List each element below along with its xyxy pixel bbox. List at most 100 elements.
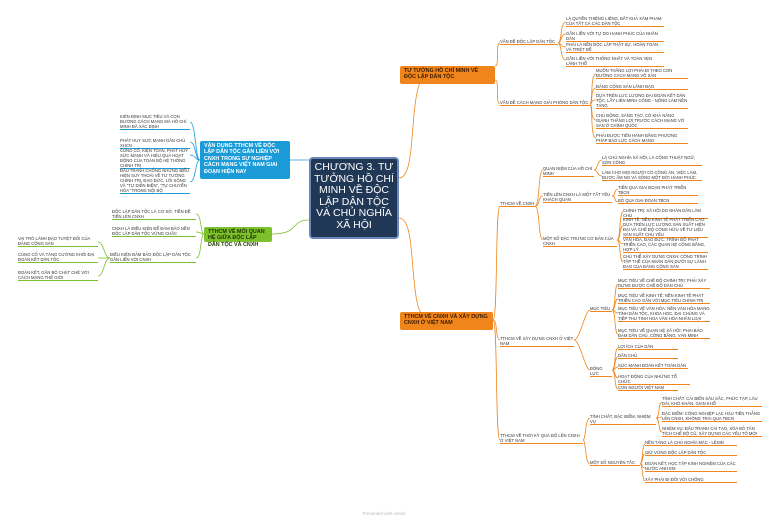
list-item[interactable]: ĐIỀU KIỆN ĐẢM BẢO ĐỘC LẬP DÂN TỘC GẮN LI…	[110, 252, 196, 263]
topic-independence-issue[interactable]: VẤN ĐỀ ĐỘC LẬP DÂN TỘC	[500, 39, 558, 45]
item-text: MUỐN THẮNG LỢI PHẢI ĐI THEO CON ĐƯỜNG CÁ…	[596, 68, 673, 78]
item-text: CHỦ THỂ XÂY DỰNG CNXH: CÔNG TRÌNH TẬP TH…	[623, 254, 707, 269]
list-item[interactable]: TÍNH CHẤT: CẢI BIẾN SÂU SẮC, PHỨC TẠP, L…	[662, 396, 762, 407]
central-topic-title: CHƯƠNG 3. TƯ TƯỞNG HỒ CHÍ MINH VỀ ĐỘC LẬ…	[314, 161, 394, 231]
topic-label: TIẾN LÊN CNXH LÀ MỘT TẤT YẾU KHÁCH QUAN	[543, 192, 611, 202]
topic-building-socialism[interactable]: TTHCM VỀ XÂY DỰNG CNXH Ở VIỆT NAM	[500, 336, 574, 347]
list-item[interactable]: KIÊN ĐỊNH MỤC TIÊU VÀ CON ĐƯỜNG CÁCH MẠN…	[120, 114, 190, 130]
list-item[interactable]: DỰA TRÊN LỰC LƯỢNG ĐẠI ĐOÀN KẾT DÂN TỘC,…	[596, 93, 688, 109]
item-text: ĐẤU TRANH CHỐNG NHỮNG BIỂU HIỆN SUY THOÁ…	[120, 168, 190, 193]
topic-label: TTHCM VỀ CNXH	[500, 201, 535, 206]
topic-label: MỤC TIÊU	[590, 306, 611, 311]
item-text: DÂN CHỦ	[618, 353, 638, 358]
list-item[interactable]: CON NGƯỜI VIỆT NAM	[618, 385, 678, 391]
branch-independence[interactable]: TƯ TƯỞNG HỒ CHÍ MINH VỀ ĐỘC LẬP DÂN TỘC	[400, 66, 495, 84]
item-text: PHẢI ĐƯỢC TIẾN HÀNH BẰNG PHƯƠNG PHÁP BẠO…	[596, 133, 678, 143]
list-item[interactable]: KINH TẾ: NỀN KINH TẾ PHÁT TRIỂN CAO DỰA …	[623, 217, 708, 238]
list-item[interactable]: LÀ QUYỀN THIÊNG LIÊNG, BẤT KHẢ XÂM PHẠM …	[566, 16, 664, 27]
branch-relationship[interactable]: TTHCM VỀ MỐI QUAN HỆ GIỮA ĐỘC LẬP DÂN TỘ…	[204, 227, 272, 248]
topic-label: ĐỘNG LỰC	[590, 366, 603, 376]
list-item[interactable]: PHẢI ĐƯỢC TIẾN HÀNH BẰNG PHƯƠNG PHÁP BẠO…	[596, 133, 688, 144]
list-item[interactable]: NHIỆM VỤ: ĐẤU TRANH CẢI TẠO, XÓA BỎ TÀN …	[662, 426, 762, 437]
item-text: KIÊN ĐỊNH MỤC TIÊU VÀ CON ĐƯỜNG CÁCH MẠN…	[120, 114, 187, 129]
list-item[interactable]: ĐỘC LẬP DÂN TỘC LÀ CƠ SỞ, TIỀN ĐỀ TIẾN L…	[112, 209, 196, 220]
list-item[interactable]: CHÍNH TRỊ: XÃ HỘI DO NHÂN DÂN LÀM CHỦ	[623, 208, 708, 219]
list-item[interactable]: GẮN LIỀN VỚI THỐNG NHẤT VÀ TOÀN VẸN LÃNH…	[566, 56, 664, 67]
item-text: ĐOÀN KẾT, HỌC TẬP KINH NGHIỆM CỦA CÁC NƯ…	[645, 461, 736, 471]
topic-label: QUAN NIỆM CỦA HỒ CHÍ MINH	[543, 166, 593, 176]
list-item[interactable]: MỤC TIÊU VỀ CHẾ ĐỘ CHÍNH TRỊ: PHẢI XÂY D…	[618, 278, 710, 289]
list-item[interactable]: MUỐN THẮNG LỢI PHẢI ĐI THEO CON ĐƯỜNG CÁ…	[596, 68, 688, 79]
item-text: LỢI ÍCH CỦA DÂN	[618, 344, 654, 349]
list-item[interactable]: MỤC TIÊU VỀ QUAN HỆ XÃ HỘI: PHẢI BẢO ĐẢM…	[618, 328, 710, 339]
branch-socialism[interactable]: TTHCM VỀ CNXH VÀ XÂY DỰNG CNXH Ở VIỆT NA…	[400, 312, 493, 330]
branch-independence-title: TƯ TƯỞNG HỒ CHÍ MINH VỀ ĐỘC LẬP DÂN TỘC	[404, 68, 479, 81]
topic-socialism-thought[interactable]: TTHCM VỀ CNXH	[500, 201, 535, 207]
list-item[interactable]: ĐẤU TRANH CHỐNG NHỮNG BIỂU HIỆN SUY THOÁ…	[120, 168, 190, 194]
item-text: HOẠT ĐỘNG CỦA NHỮNG TỔ CHỨC	[618, 374, 678, 384]
list-item[interactable]: MỤC TIÊU VỀ VĂN HÓA: NỀN VĂN HÓA MANG TÍ…	[618, 306, 710, 322]
item-text: MỤC TIÊU VỀ QUAN HỆ XÃ HỘI: PHẢI BẢO ĐẢM…	[618, 328, 703, 338]
central-topic[interactable]: CHƯƠNG 3. TƯ TƯỞNG HỒ CHÍ MINH VỀ ĐỘC LẬ…	[309, 157, 399, 239]
item-text: DỰA TRÊN LỰC LƯỢNG ĐẠI ĐOÀN KẾT DÂN TỘC,…	[596, 93, 688, 108]
item-text: VĂN HÓA, ĐẠO ĐỨC: TRÌNH ĐỘ PHÁT TRIỂN CA…	[623, 237, 706, 252]
item-text: ĐOÀN KẾT, GẮN BÓ CHẶT CHẼ VỚI CÁCH MẠNG …	[18, 270, 89, 280]
list-item[interactable]: LÀ CHỦ NGHĨA XÃ HỘI, LÀ CỘNG THUẬT NGỮ, …	[602, 155, 702, 166]
topic-objective-necessity[interactable]: TIẾN LÊN CNXH LÀ MỘT TẤT YẾU KHÁCH QUAN	[543, 192, 612, 203]
item-text: MỤC TIÊU VỀ VĂN HÓA: NỀN VĂN HÓA MANG TÍ…	[618, 306, 710, 321]
topic-label: TÍNH CHẤT, ĐẶC ĐIỂM, NHIỆM VỤ	[590, 414, 651, 424]
topic-liberation-revolution[interactable]: VẤN ĐỀ CÁCH MẠNG GIẢI PHÓNG DÂN TỘC	[500, 100, 590, 106]
list-item[interactable]: TIẾN QUA GIAI ĐOẠN PHÁT TRIỂN TBCN	[618, 185, 698, 196]
topic-characteristics[interactable]: MỘT SỐ ĐẶC TRƯNG CƠ BẢN CỦA CNXH	[543, 236, 617, 247]
topic-label: VẤN ĐỀ ĐỘC LẬP DÂN TỘC	[500, 39, 555, 44]
list-item[interactable]: PHẢI LÀ NỀN ĐỘC LẬP THẬT SỰ, HOÀN TOÀN V…	[566, 42, 664, 53]
item-text: LÀ CHỦ NGHĨA XÃ HỘI, LÀ CỘNG THUẬT NGỮ, …	[602, 155, 696, 165]
topic-concept[interactable]: QUAN NIỆM CỦA HỒ CHÍ MINH	[543, 166, 594, 177]
list-item[interactable]: CNXH LÀ ĐIỀU KIỆN ĐỂ ĐẢM BẢO NỀN ĐỘC LẬP…	[112, 226, 196, 237]
list-item[interactable]: CỦNG CỐ, KIỆN TOÀN, PHÁT HUY SỨC MẠNH VÀ…	[120, 148, 190, 169]
topic-label: TTHCM VỀ THỜI KỲ QUÁ ĐỘ LÊN CNXH Ở VIỆT …	[500, 433, 580, 443]
footer-text: Presented with xmind	[362, 511, 406, 516]
list-item[interactable]: ĐOÀN KẾT, GẮN BÓ CHẶT CHẼ VỚI CÁCH MẠNG …	[18, 270, 98, 281]
topic-nature-tasks[interactable]: TÍNH CHẤT, ĐẶC ĐIỂM, NHIỆM VỤ	[590, 414, 656, 425]
item-text: ĐẢNG CỘNG SẢN LÃNH ĐẠO	[596, 84, 655, 89]
list-item[interactable]: VĂN HÓA, ĐẠO ĐỨC: TRÌNH ĐỘ PHÁT TRIỂN CA…	[623, 237, 708, 253]
list-item[interactable]: LÀM CHO MỌI NGƯỜI CÓ CÔNG ĂN, VIỆC LÀM, …	[602, 170, 702, 181]
item-text: VAI TRÒ LÃNH ĐẠO TUYỆT ĐỐI CỦA ĐẢNG CỘNG…	[18, 236, 91, 246]
list-item[interactable]: NỀN TẢNG LÀ CHỦ NGHĨA MÁC - LÊNIN	[645, 440, 737, 446]
branch-application-title: VẬN DỤNG TTHCM VỀ ĐỘC LẬP DÂN TỘC GẮN LI…	[204, 143, 280, 175]
list-item[interactable]: GẮN LIỀN VỚI TỰ DO HẠNH PHÚC CỦA NHÂN DÂ…	[566, 31, 664, 42]
list-item[interactable]: GIỮ VỮNG ĐỘC LẬP DÂN TỘC	[645, 450, 737, 456]
list-item[interactable]: CỦNG CỐ VÀ TĂNG CƯỜNG KHỐI ĐẠI ĐOÀN KẾT …	[18, 252, 98, 263]
list-item[interactable]: BỎ QUA GIAI ĐOẠN TBCN	[618, 198, 698, 204]
item-text: NHIỆM VỤ: ĐẤU TRANH CẢI TẠO, XÓA BỎ TÀN …	[662, 426, 758, 436]
list-item[interactable]: LỢI ÍCH CỦA DÂN	[618, 344, 678, 350]
list-item[interactable]: ĐOÀN KẾT, HỌC TẬP KINH NGHIỆM CỦA CÁC NƯ…	[645, 461, 737, 472]
list-item[interactable]: HOẠT ĐỘNG CỦA NHỮNG TỔ CHỨC	[618, 374, 690, 385]
item-text: GIỮ VỮNG ĐỘC LẬP DÂN TỘC	[645, 450, 707, 455]
item-text: LÀ QUYỀN THIÊNG LIÊNG, BẤT KHẢ XÂM PHẠM …	[566, 16, 662, 26]
list-item[interactable]: DÂN CHỦ	[618, 353, 678, 359]
list-item[interactable]: XÂY PHẢI ĐI ĐÔI VỚI CHỐNG	[645, 477, 737, 483]
list-item[interactable]: SỨC MẠNH ĐOÀN KẾT TOÀN DÂN	[618, 363, 688, 369]
list-item[interactable]: MỤC TIÊU VỀ KINH TẾ: NỀN KINH TẾ PHÁT TR…	[618, 293, 710, 304]
list-item[interactable]: CHỦ ĐỘNG, SÁNG TẠO, CÓ KHẢ NĂNG GIÀNH TH…	[596, 113, 688, 129]
item-text: MỤC TIÊU VỀ CHẾ ĐỘ CHÍNH TRỊ: PHẢI XÂY D…	[618, 278, 707, 288]
list-item[interactable]: PHÁT HUY SỨC MẠNH DÂN CHỦ XHCN	[120, 138, 190, 149]
topic-driving-forces[interactable]: ĐỘNG LỰC	[590, 366, 612, 377]
list-item[interactable]: ĐẢNG CỘNG SẢN LÃNH ĐẠO	[596, 84, 688, 90]
item-text: CỦNG CỐ, KIỆN TOÀN, PHÁT HUY SỨC MẠNH VÀ…	[120, 148, 188, 168]
list-item[interactable]: ĐẶC ĐIỂM: CÔNG NGHIỆP LẠC HẬU TIẾN THẲNG…	[662, 411, 762, 422]
topic-goals[interactable]: MỤC TIÊU	[590, 306, 612, 312]
topic-principles[interactable]: MỘT SỐ NGUYÊN TẮC	[590, 460, 640, 466]
branch-socialism-title: TTHCM VỀ CNXH VÀ XÂY DỰNG CNXH Ở VIỆT NA…	[404, 314, 488, 327]
footer-watermark: Presented with xmind	[0, 511, 768, 516]
topic-transition-period[interactable]: TTHCM VỀ THỜI KỲ QUÁ ĐỘ LÊN CNXH Ở VIỆT …	[500, 433, 583, 444]
branch-application[interactable]: VẬN DỤNG TTHCM VỀ ĐỘC LẬP DÂN TỘC GẮN LI…	[200, 141, 290, 179]
item-text: CON NGƯỜI VIỆT NAM	[618, 385, 664, 390]
item-text: CNXH LÀ ĐIỀU KIỆN ĐỂ ĐẢM BẢO NỀN ĐỘC LẬP…	[112, 226, 190, 236]
list-item[interactable]: CHỦ THỂ XÂY DỰNG CNXH: CÔNG TRÌNH TẬP TH…	[623, 254, 708, 270]
item-text: CỦNG CỐ VÀ TĂNG CƯỜNG KHỐI ĐẠI ĐOÀN KẾT …	[18, 252, 95, 262]
list-item[interactable]: VAI TRÒ LÃNH ĐẠO TUYỆT ĐỐI CỦA ĐẢNG CỘNG…	[18, 236, 98, 247]
